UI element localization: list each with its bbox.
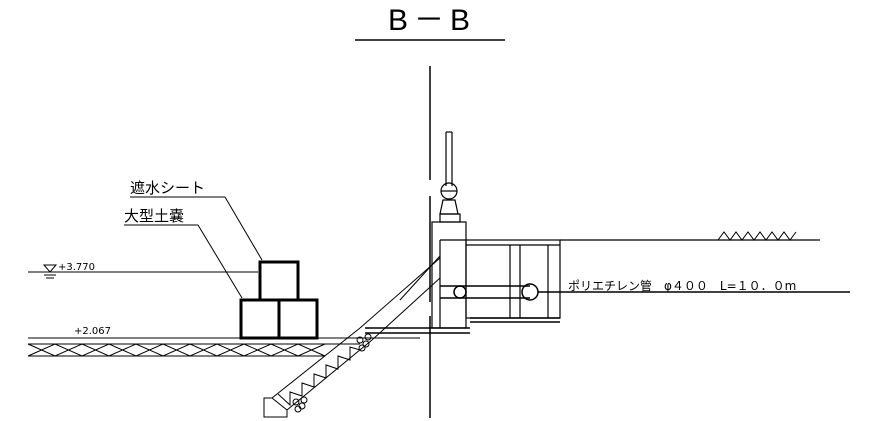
leader-lines <box>124 196 263 299</box>
large-sandbag-label: 大型土嚢 <box>124 207 184 225</box>
box-culvert <box>465 239 820 319</box>
water-sheet-label: 遮水シート <box>130 179 205 197</box>
polyethylene-pipe <box>440 283 850 301</box>
sandbag-top <box>258 260 300 302</box>
water-level-marker <box>28 264 258 279</box>
sandbag-bottom-left <box>239 298 281 340</box>
sandbags <box>239 260 319 340</box>
ground-truss <box>27 337 420 357</box>
water-level-label: +3.770 <box>58 262 95 273</box>
section-title: B－B <box>388 4 476 37</box>
pipe-spec-label: ポリエチレン管 φ４００ L=１０．０m <box>568 278 796 293</box>
ground-hatch <box>717 231 797 241</box>
pile-clusters <box>292 333 372 413</box>
sandbag-bottom-right <box>277 298 319 340</box>
ground-level-label: +2.067 <box>74 326 111 337</box>
